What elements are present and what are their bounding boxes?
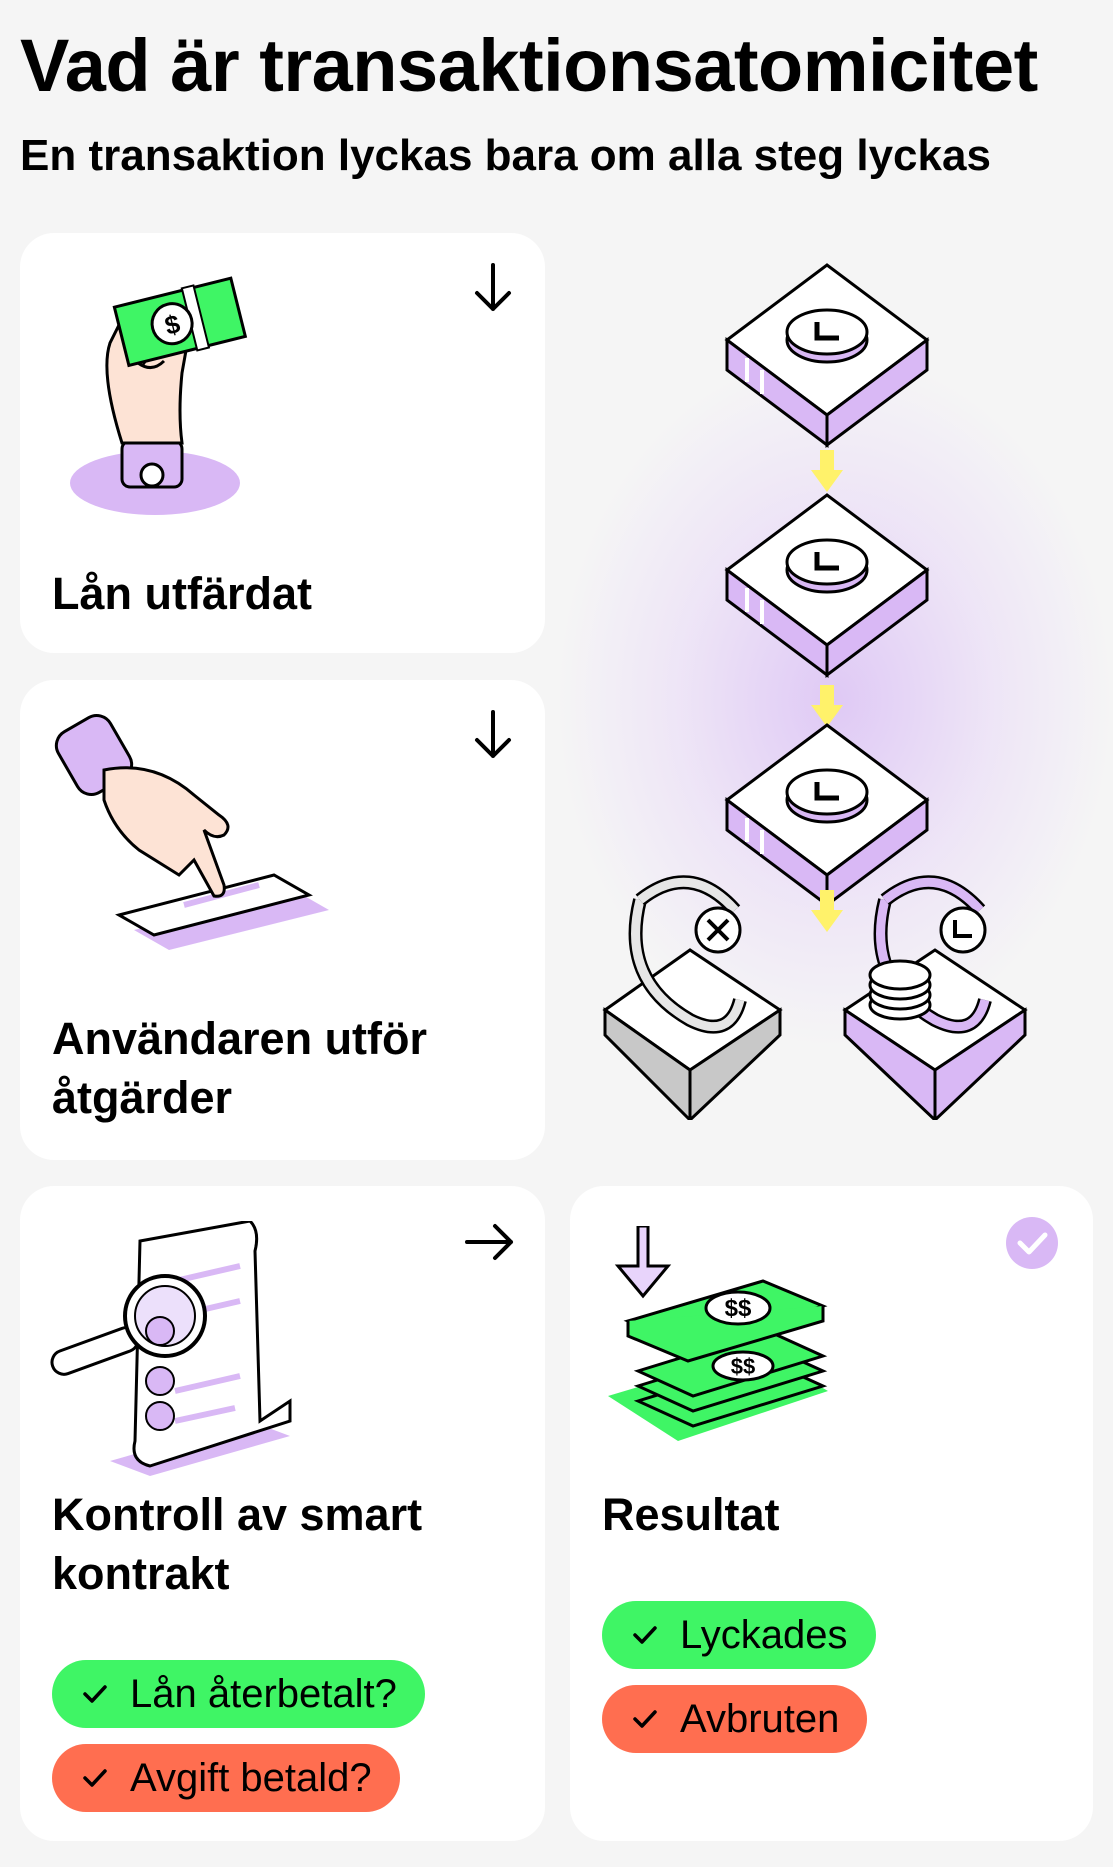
card-user-actions: Användaren utför åtgärder xyxy=(20,680,545,1160)
svg-text:$$: $$ xyxy=(731,1354,755,1379)
outcome-success: Lyckades xyxy=(602,1601,876,1669)
hand-tapping-card-illustration xyxy=(54,714,329,950)
check-label: Avgift betald? xyxy=(130,1755,372,1800)
check-label: Lån återbetalt? xyxy=(130,1671,397,1716)
flow-arrow-icon xyxy=(811,685,843,727)
check-circle-icon xyxy=(1006,1217,1058,1269)
check-loan-repaid: Lån återbetalt? xyxy=(52,1660,425,1728)
arrow-down-icon xyxy=(475,263,511,311)
outcome-label: Avbruten xyxy=(680,1696,840,1741)
arrow-down-icon xyxy=(475,710,511,758)
card-title-line: åtgärder xyxy=(52,1071,233,1123)
commit-base xyxy=(842,875,1028,1120)
flow-arrow-icon xyxy=(811,450,843,492)
page-title: Vad är transaktionsatomicitet xyxy=(20,24,1038,107)
check-icon xyxy=(83,1685,107,1703)
card-title-line: Kontroll av smart xyxy=(52,1489,423,1540)
document-magnifier-illustration xyxy=(50,1221,292,1476)
transaction-block xyxy=(727,725,927,905)
transaction-flow-illustration xyxy=(602,260,1028,1120)
card-smart-contract-check: Kontroll av smart kontrakt Lån återbetal… xyxy=(20,1186,545,1841)
cash-stack-illustration: $$ $$ xyxy=(608,1226,828,1441)
check-icon xyxy=(633,1626,657,1644)
hand-with-cash-illustration: $ xyxy=(70,276,248,515)
transaction-block xyxy=(727,495,927,675)
page-subtitle: En transaktion lyckas bara om alla steg … xyxy=(20,131,991,180)
transaction-block xyxy=(727,265,927,445)
card-title: Resultat xyxy=(602,1489,780,1540)
card-result: $$ $$ Resultat Lyckades Avbruten xyxy=(570,1186,1093,1841)
outcome-aborted: Avbruten xyxy=(602,1685,868,1753)
card-loan-issued: $ Lån utfärdat xyxy=(20,233,545,653)
arrow-right-icon xyxy=(465,1224,513,1260)
svg-text:$$: $$ xyxy=(725,1295,752,1322)
card-title: Lån utfärdat xyxy=(52,568,313,619)
card-title-line: Användaren utför xyxy=(52,1013,428,1064)
rollback-base xyxy=(602,875,783,1120)
card-title: Användaren utför åtgärder xyxy=(52,1010,427,1127)
card-title: Kontroll av smart kontrakt xyxy=(52,1486,422,1603)
outcome-label: Lyckades xyxy=(680,1612,848,1657)
card-title-line: kontrakt xyxy=(52,1547,230,1599)
check-icon xyxy=(83,1769,107,1787)
check-fee-paid: Avgift betald? xyxy=(52,1744,400,1812)
check-icon xyxy=(633,1710,657,1728)
